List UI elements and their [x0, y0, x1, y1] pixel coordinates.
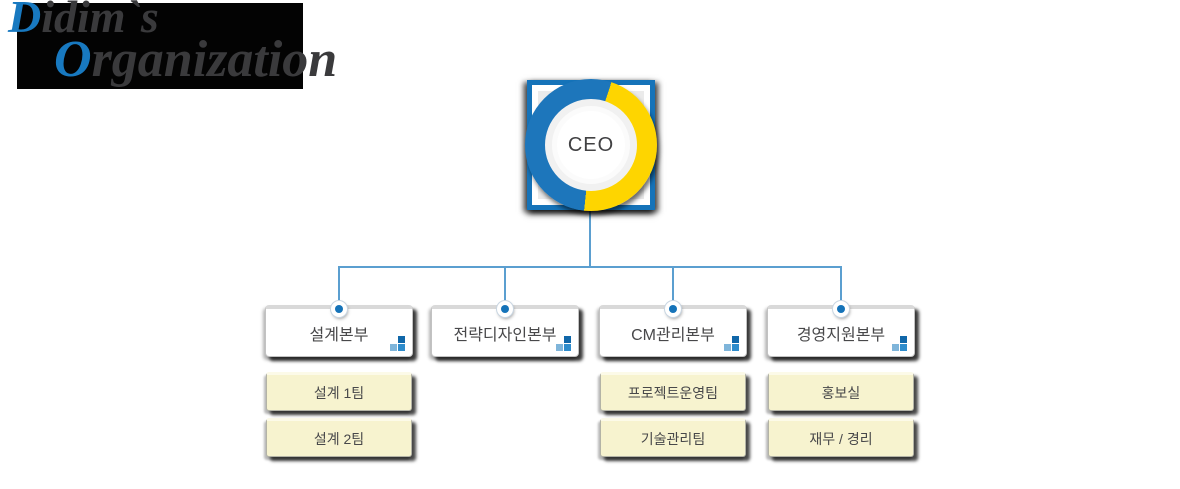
- team-box-design-1: 설계 1팀: [266, 372, 412, 411]
- dept-label: 경영지원본부: [796, 326, 886, 344]
- dept-label: 전략디자인본부: [453, 326, 557, 344]
- team-box-tech-management: 기술관리팀: [600, 418, 746, 457]
- connector-drop-line: [504, 267, 506, 303]
- title-accent-letter: O: [54, 31, 92, 88]
- ceo-ring: CEO: [525, 79, 657, 211]
- title-line2-text: rganization: [91, 31, 338, 88]
- connector-dot-icon: [331, 301, 347, 317]
- title-accent-letter: D: [8, 0, 42, 42]
- title-line1-text: idim`s: [41, 0, 159, 42]
- dept-label: 설계본부: [309, 326, 369, 344]
- connector-drop-line: [672, 267, 674, 303]
- team-box-finance: 재무 / 경리: [768, 418, 914, 457]
- connector-dot-icon: [497, 301, 513, 317]
- blocks-icon: [724, 336, 739, 351]
- title-backdrop: [17, 3, 303, 89]
- ceo-node: CEO: [545, 99, 637, 191]
- team-box-pr: 홍보실: [768, 372, 914, 411]
- brand-title-line2: Organization: [54, 34, 337, 86]
- blocks-icon: [892, 336, 907, 351]
- connector-drop-line: [840, 267, 842, 303]
- blocks-icon: [390, 336, 405, 351]
- connector-dot-icon: [833, 301, 849, 317]
- blocks-icon: [556, 336, 571, 351]
- connector-dot-icon: [665, 301, 681, 317]
- connector-horizontal-line: [338, 266, 842, 268]
- ceo-label: CEO: [567, 133, 615, 156]
- team-box-project-operation: 프로젝트운영팀: [600, 372, 746, 411]
- team-box-design-2: 설계 2팀: [266, 418, 412, 457]
- dept-box-management-support: 경영지원본부: [767, 305, 915, 357]
- dept-label: CM관리본부: [631, 326, 715, 344]
- connector-drop-line: [338, 267, 340, 303]
- brand-title-line1: Didim`s: [8, 0, 159, 40]
- connector-ceo-vertical-line: [589, 211, 591, 267]
